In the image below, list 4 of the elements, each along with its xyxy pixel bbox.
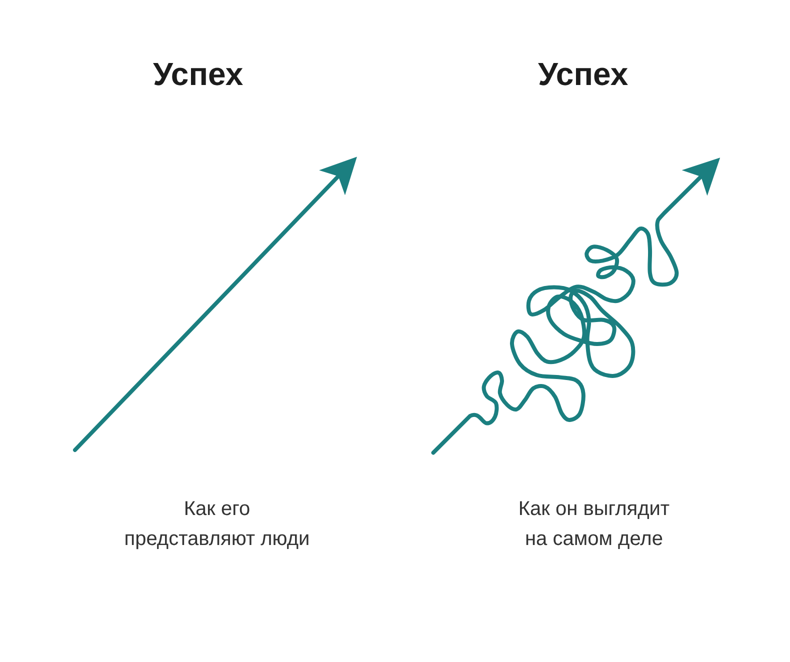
heading: Успех	[153, 56, 244, 93]
caption: Как его представляют люди	[123, 497, 311, 552]
heading: Успех	[538, 56, 628, 93]
caption: Как он выглядит на самом деле	[517, 497, 671, 552]
